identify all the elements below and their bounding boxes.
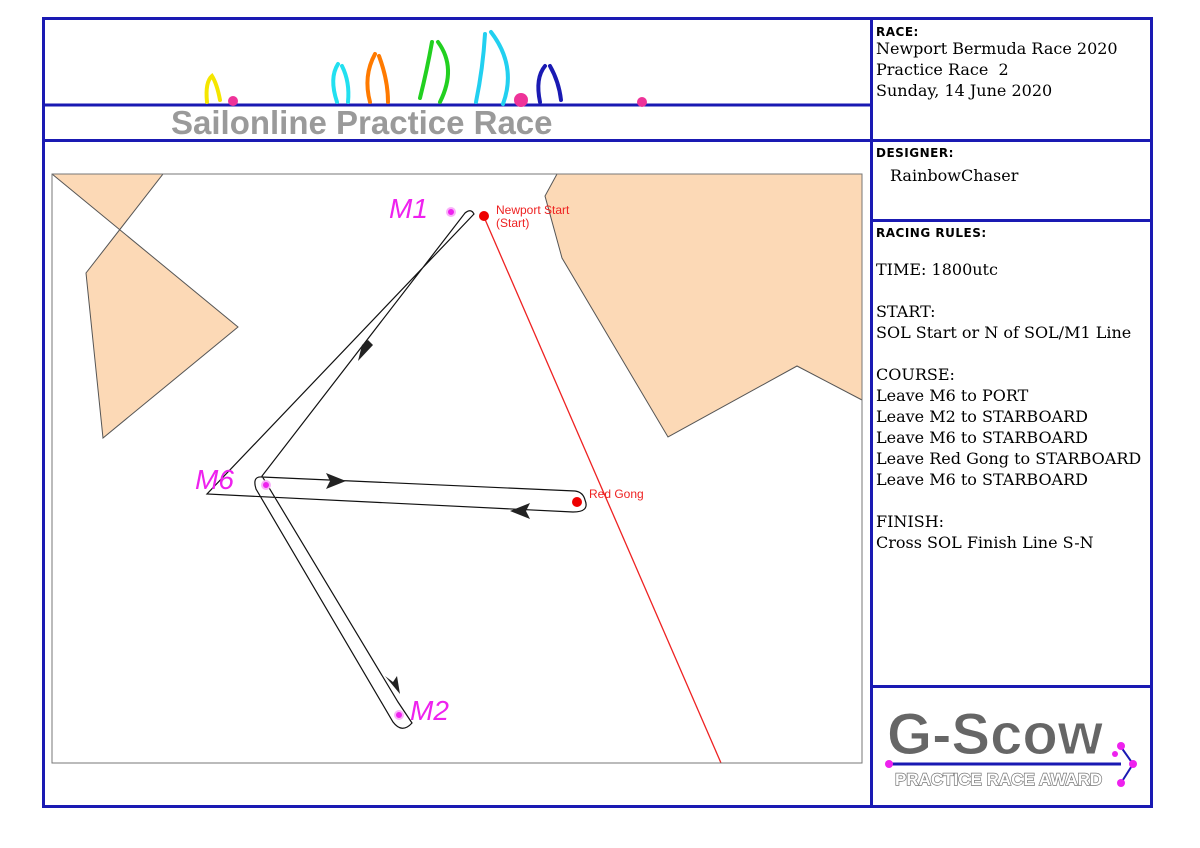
race-label: RACE: bbox=[876, 25, 919, 39]
land-east bbox=[544, 174, 862, 438]
start-label-2: (Start) bbox=[496, 216, 529, 230]
award-panel bbox=[870, 685, 1153, 808]
race-line-1: Newport Bermuda Race 2020 bbox=[876, 39, 1118, 58]
designer-label: DESIGNER: bbox=[876, 146, 954, 160]
mark-m1-dot bbox=[446, 207, 456, 217]
rules-course-3: Leave M6 to STARBOARD bbox=[876, 428, 1088, 447]
mark-m6-dot bbox=[261, 480, 271, 490]
rules-course-5: Leave M6 to STARBOARD bbox=[876, 470, 1088, 489]
rules-finish: Cross SOL Finish Line S-N bbox=[876, 533, 1094, 552]
map-border bbox=[51, 173, 863, 764]
header-title: Sailonline Practice Race bbox=[171, 104, 553, 139]
race-line-3: Sunday, 14 June 2020 bbox=[876, 81, 1053, 100]
start-label-1: Newport Start bbox=[496, 203, 570, 217]
rules-finish-heading: FINISH: bbox=[876, 512, 945, 531]
start-mark-dot bbox=[479, 211, 489, 221]
rules-start: SOL Start or N of SOL/M1 Line bbox=[876, 323, 1132, 342]
mark-m1-label: M1 bbox=[389, 193, 428, 224]
rules-course-4: Leave Red Gong to STARBOARD bbox=[876, 449, 1142, 468]
red-gong-dot bbox=[572, 497, 582, 507]
arrow-icon bbox=[358, 340, 373, 361]
mark-m2-label: M2 bbox=[410, 695, 449, 726]
race-line-2: Practice Race 2 bbox=[876, 60, 1009, 79]
rules-course-2: Leave M2 to STARBOARD bbox=[876, 407, 1088, 426]
arrow-icon bbox=[385, 676, 400, 694]
mark-m6-label: M6 bbox=[195, 464, 234, 495]
award-title: G-Scow bbox=[887, 702, 1104, 767]
course-leg-m1-m6 bbox=[205, 210, 587, 729]
sailonline-logo: Sailonline Practice Race bbox=[45, 30, 870, 139]
rules-label: RACING RULES: bbox=[876, 226, 987, 240]
arrow-icon bbox=[510, 503, 530, 519]
rules-time: TIME: 1800utc bbox=[876, 260, 998, 279]
gscow-award-logo: G-Scow PRACTICE RACE AWARD bbox=[885, 702, 1137, 790]
arrow-icon bbox=[326, 473, 346, 489]
rules-start-heading: START: bbox=[876, 302, 936, 321]
rhumb-line bbox=[483, 216, 722, 763]
land-west bbox=[52, 174, 239, 439]
rules-course-heading: COURSE: bbox=[876, 365, 955, 384]
rules-course-1: Leave M6 to PORT bbox=[876, 386, 1029, 405]
designer-name: RainbowChaser bbox=[890, 166, 1019, 185]
award-subtitle: PRACTICE RACE AWARD bbox=[895, 770, 1102, 789]
red-gong-label: Red Gong bbox=[589, 487, 644, 501]
mark-m2-dot bbox=[394, 710, 404, 720]
